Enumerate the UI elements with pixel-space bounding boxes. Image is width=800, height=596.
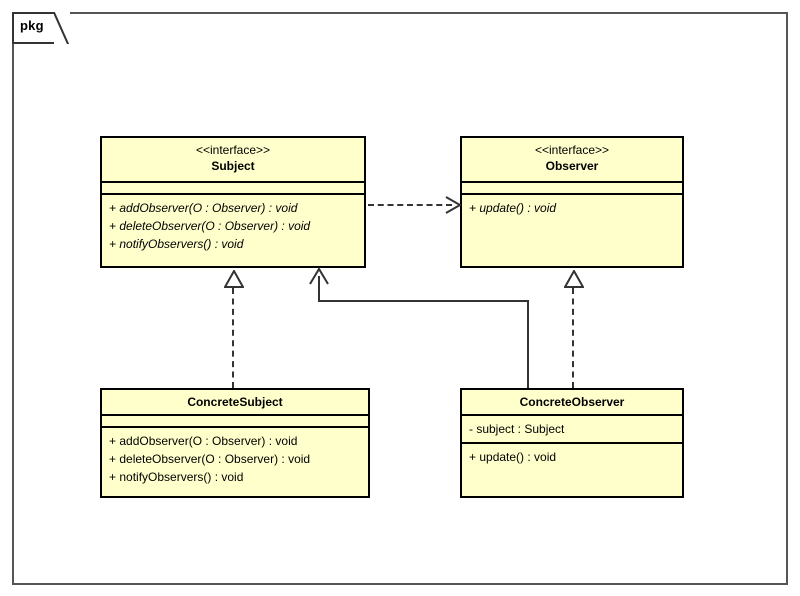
package-tab-corner-cut [54, 12, 70, 44]
open-arrow-icon [309, 267, 329, 285]
operation-row: + addObserver(O : Observer) : void [109, 434, 298, 448]
class-stereotype: <<interface>> [534, 143, 610, 157]
operation-row: + deleteObserver(O : Observer) : void [109, 219, 311, 233]
open-arrow-icon [445, 196, 463, 214]
hollow-triangle-icon [564, 270, 584, 288]
operation-row: + notifyObservers() : void [109, 237, 244, 251]
class-attributes-compartment [102, 416, 368, 428]
class-operations-compartment: + update() : void [462, 195, 682, 221]
class-name: ConcreteObserver [519, 395, 625, 409]
class-operations-compartment: + addObserver(O : Observer) : void + del… [102, 428, 368, 490]
realization-line-concretesubject-subject [232, 288, 234, 388]
association-segment-horizontal [318, 300, 529, 302]
class-name: Subject [211, 159, 255, 173]
class-attributes-compartment: - subject : Subject [462, 416, 682, 444]
class-header-subject: <<interface>> Subject [102, 138, 364, 183]
association-segment-vertical-right [527, 300, 529, 388]
association-segment-vertical-left [318, 276, 320, 302]
operation-row: + addObserver(O : Observer) : void [109, 201, 298, 215]
class-name: ConcreteSubject [187, 395, 283, 409]
operation-row: + deleteObserver(O : Observer) : void [109, 452, 311, 466]
package-frame [12, 12, 788, 585]
operation-row: + update() : void [469, 201, 557, 215]
operation-row: + notifyObservers() : void [109, 470, 244, 484]
class-header-concretesubject: ConcreteSubject [102, 390, 368, 416]
class-box-concretesubject[interactable]: ConcreteSubject + addObserver(O : Observ… [100, 388, 370, 498]
class-stereotype: <<interface>> [195, 143, 271, 157]
package-tab-label: pkg [20, 18, 44, 33]
class-operations-compartment: + update() : void [462, 444, 682, 470]
class-attributes-compartment [102, 183, 364, 195]
class-attributes-compartment [462, 183, 682, 195]
class-header-concreteobserver: ConcreteObserver [462, 390, 682, 416]
class-operations-compartment: + addObserver(O : Observer) : void + del… [102, 195, 364, 257]
hollow-triangle-icon [224, 270, 244, 288]
class-name: Observer [545, 159, 599, 173]
class-box-subject[interactable]: <<interface>> Subject + addObserver(O : … [100, 136, 366, 268]
operation-row: + update() : void [469, 450, 557, 464]
attribute-row: - subject : Subject [469, 422, 565, 436]
class-box-concreteobserver[interactable]: ConcreteObserver - subject : Subject + u… [460, 388, 684, 498]
class-header-observer: <<interface>> Observer [462, 138, 682, 183]
class-box-observer[interactable]: <<interface>> Observer + update() : void [460, 136, 684, 268]
dependency-line-subject-observer [368, 204, 452, 206]
realization-line-concreteobserver-observer [572, 288, 574, 388]
